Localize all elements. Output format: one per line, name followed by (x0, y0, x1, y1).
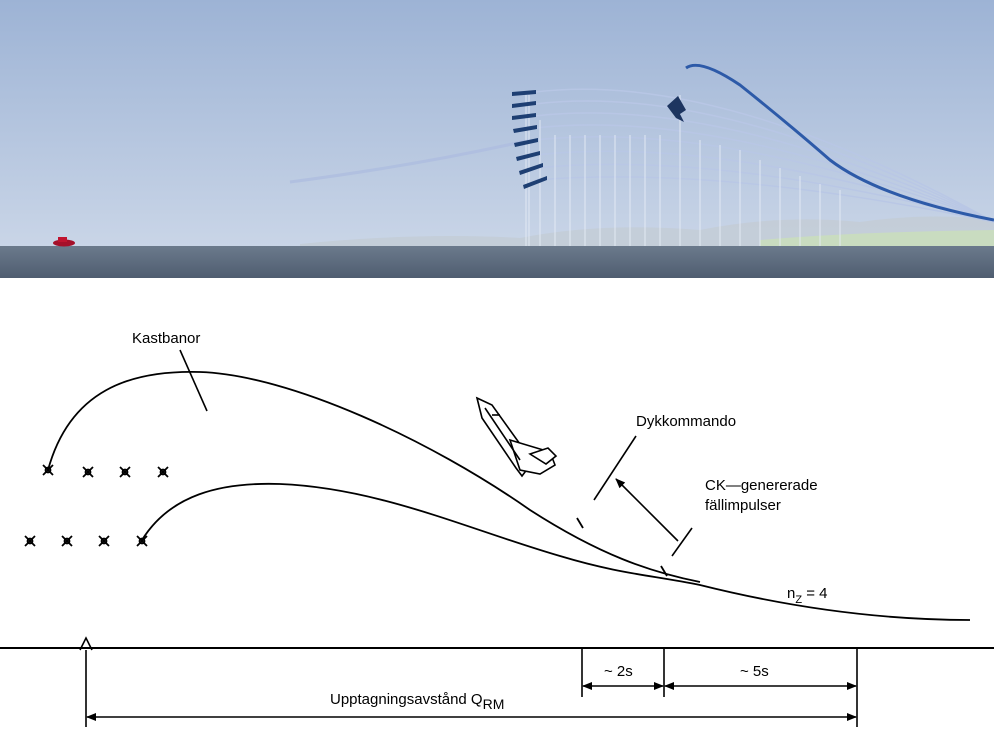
distance-sub: RM (483, 696, 505, 712)
delivery-diagram: Kastbanor Dykkommando CK—genererade fäll… (0, 330, 994, 727)
aircraft-outline-icon (475, 396, 558, 478)
label-release-pulses-line2: fällimpulser (705, 497, 781, 514)
label-trajectories: Kastbanor (132, 330, 200, 347)
aircraft-icon (667, 96, 686, 122)
ground-plane (0, 246, 994, 278)
bomb-markers-upper (42, 464, 169, 478)
load-factor-value: = 4 (802, 585, 827, 602)
target-marker-icon (79, 636, 93, 651)
vertical-drop-lines (525, 95, 841, 246)
label-release-pulses-line1: CK—genererade (705, 477, 818, 494)
green-shore (760, 230, 994, 248)
label-interval-short: ~ 2s (604, 663, 633, 680)
bomb-stack-icon (512, 90, 547, 189)
aircraft-trajectory (685, 63, 994, 222)
approach-trajectory (289, 138, 531, 184)
distance-base: Upptagningsavstånd Q (330, 691, 483, 708)
trajectory-upper (47, 371, 701, 583)
label-interval-long: ~ 5s (740, 663, 769, 680)
trajectory-lower (141, 482, 971, 621)
sky (0, 0, 994, 246)
label-distance: Upptagningsavstånd QRM (330, 691, 504, 712)
label-load-factor: nZ = 4 (787, 585, 828, 606)
bomb-trajectories (534, 88, 994, 223)
bomb-markers-lower (24, 535, 148, 547)
target-vehicle-icon (53, 237, 75, 247)
simulation-scene (0, 0, 994, 278)
pulse-window-arrow (615, 478, 679, 542)
load-factor-sub: Z (795, 594, 802, 606)
leader-dive-command (593, 435, 637, 501)
release-tick-1 (576, 517, 584, 529)
release-tick-2 (660, 565, 668, 577)
load-factor-base: n (787, 585, 795, 602)
leader-trajectories (179, 349, 208, 412)
label-dive-command: Dykkommando (636, 413, 736, 430)
pulse-window-end-tick (671, 527, 693, 557)
